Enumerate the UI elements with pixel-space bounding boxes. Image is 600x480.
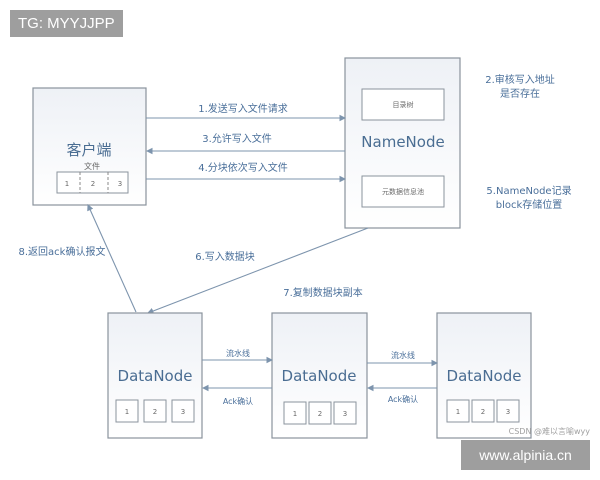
svg-text:元数据信息池: 元数据信息池 — [382, 187, 424, 196]
svg-text:8.返回ack确认报文: 8.返回ack确认报文 — [19, 245, 106, 258]
svg-text:2: 2 — [91, 180, 95, 188]
file-blocks — [56, 171, 129, 194]
svg-text:7.复制数据块副本: 7.复制数据块副本 — [283, 286, 363, 299]
svg-text:流水线: 流水线 — [226, 348, 250, 358]
svg-text:DataNode: DataNode — [447, 367, 522, 385]
svg-text:Ack确认: Ack确认 — [223, 396, 253, 406]
datanode-box-1: DataNode 1 2 3 — [107, 312, 203, 439]
svg-text:2: 2 — [318, 410, 322, 418]
file-label: 文件 — [84, 161, 100, 171]
datanode-box-3: DataNode 1 2 3 — [436, 312, 532, 439]
directory-tree-box — [361, 88, 445, 121]
svg-text:2: 2 — [481, 408, 485, 416]
csdn-watermark: CSDN @难以言喻wyy — [509, 426, 591, 436]
svg-text:DataNode: DataNode — [282, 367, 357, 385]
client-box: 客户端 文件 1 2 3 — [32, 87, 147, 206]
svg-text:3.允许写入文件: 3.允许写入文件 — [202, 132, 272, 145]
svg-text:目录树: 目录树 — [393, 100, 414, 109]
svg-text:1.发送写入文件请求: 1.发送写入文件请求 — [198, 102, 288, 115]
svg-text:3: 3 — [181, 408, 185, 416]
svg-text:2.审核写入地址: 2.审核写入地址 — [485, 73, 555, 86]
svg-text:1: 1 — [293, 410, 297, 418]
namenode-title: NameNode — [361, 133, 444, 151]
svg-text:1: 1 — [125, 408, 129, 416]
svg-text:DataNode: DataNode — [118, 367, 193, 385]
site-watermark: www.alpinia.cn — [461, 440, 590, 470]
svg-text:6.写入数据块: 6.写入数据块 — [195, 250, 255, 263]
svg-text:3: 3 — [506, 408, 510, 416]
svg-text:3: 3 — [118, 180, 122, 188]
client-title: 客户端 — [66, 141, 111, 159]
svg-text:1: 1 — [456, 408, 460, 416]
svg-text:流水线: 流水线 — [391, 350, 415, 360]
svg-text:Ack确认: Ack确认 — [388, 394, 418, 404]
svg-text:1: 1 — [65, 180, 69, 188]
svg-text:是否存在: 是否存在 — [500, 87, 540, 100]
metadata-pool-box — [361, 175, 445, 208]
svg-text:3: 3 — [343, 410, 347, 418]
svg-text:4.分块依次写入文件: 4.分块依次写入文件 — [198, 161, 288, 174]
svg-text:2: 2 — [153, 408, 157, 416]
datanode-box-2: DataNode 1 2 3 — [271, 312, 368, 439]
svg-text:5.NameNode记录: 5.NameNode记录 — [486, 185, 571, 197]
svg-text:block存储位置: block存储位置 — [496, 198, 563, 211]
namenode-box: 目录树 NameNode 元数据信息池 — [344, 57, 461, 229]
tg-watermark: TG: MYYJJPP — [10, 10, 123, 37]
